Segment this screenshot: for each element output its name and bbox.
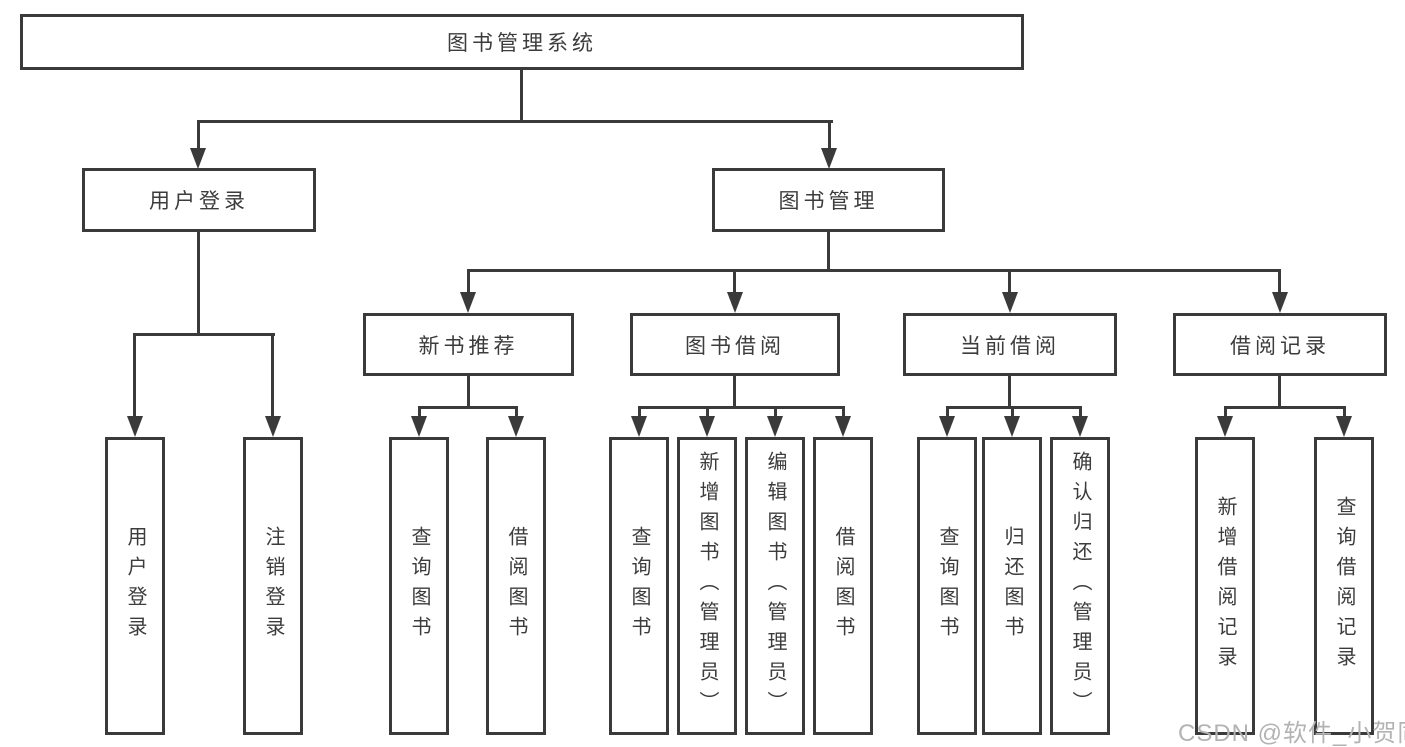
node-borrowing-records: 借阅记录	[1173, 313, 1387, 376]
watermark: CSDN @软件_小贺同学	[1178, 720, 1405, 747]
leaf-add-books-admin: 新增图书（管理员）	[677, 437, 737, 735]
node-user-login: 用户登录	[82, 168, 316, 232]
leaf-label: 新增借阅记录	[1214, 496, 1236, 676]
leaf-label: 查询图书	[408, 526, 430, 646]
connector-vline	[1224, 406, 1227, 420]
arrowhead-down	[1272, 292, 1288, 313]
arrowhead-down	[835, 416, 851, 437]
leaf-add-borrow-record: 新增借阅记录	[1195, 437, 1255, 735]
connector-vline	[467, 376, 470, 408]
leaf-label: 确认归还（管理员）	[1069, 451, 1091, 721]
leaf-label: 新增图书（管理员）	[696, 451, 718, 721]
arrowhead-down	[939, 416, 955, 437]
arrowhead-down	[460, 292, 476, 313]
arrowhead-down	[411, 416, 427, 437]
leaf-logout: 注销登录	[243, 437, 303, 735]
connector-hline	[467, 269, 1281, 272]
arrowhead-down	[631, 416, 647, 437]
node-book-borrowing: 图书借阅	[630, 313, 840, 376]
leaf-query-books-recommend: 查询图书	[389, 437, 449, 735]
connector-vline	[515, 406, 518, 420]
connector-hline	[418, 406, 518, 409]
node-current-borrowing: 当前借阅	[903, 313, 1117, 376]
connector-hline	[946, 406, 1082, 409]
node-root-system: 图书管理系统	[20, 14, 1024, 70]
connector-vline	[1011, 406, 1014, 420]
connector-vline	[1079, 406, 1082, 420]
connector-vline	[1008, 376, 1011, 408]
arrowhead-down	[727, 292, 743, 313]
leaf-label: 查询借阅记录	[1333, 496, 1355, 676]
arrowhead-down	[127, 416, 143, 437]
connector-vline	[827, 232, 830, 271]
leaf-borrow-books-borrow: 借阅图书	[813, 437, 873, 735]
connector-vline	[706, 406, 709, 420]
arrowhead-down	[821, 148, 837, 169]
connector-vline	[1278, 376, 1281, 408]
leaf-label: 借阅图书	[832, 526, 854, 646]
arrowhead-down	[1072, 416, 1088, 437]
connector-vline	[774, 406, 777, 420]
leaf-label: 查询图书	[936, 526, 958, 646]
connector-vline	[1278, 269, 1281, 295]
leaf-query-books-current: 查询图书	[917, 437, 977, 735]
node-book-management: 图书管理	[712, 168, 945, 232]
arrowhead-down	[1217, 416, 1233, 437]
leaf-query-books-borrow: 查询图书	[609, 437, 669, 735]
connector-vline	[467, 269, 470, 295]
leaf-label: 借阅图书	[505, 526, 527, 646]
connector-vline	[520, 70, 523, 122]
connector-vline	[271, 333, 274, 419]
connector-vline	[638, 406, 641, 420]
leaf-borrow-books-recommend: 借阅图书	[486, 437, 546, 735]
leaf-query-borrow-record: 查询借阅记录	[1314, 437, 1374, 735]
arrowhead-down	[190, 148, 206, 169]
arrowhead-down	[1004, 416, 1020, 437]
leaf-label: 归还图书	[1001, 526, 1023, 646]
node-new-book-recommendation: 新书推荐	[363, 313, 574, 376]
leaf-label: 查询图书	[628, 526, 650, 646]
arrowhead-down	[767, 416, 783, 437]
arrowhead-down	[1002, 292, 1018, 313]
connector-vline	[1008, 269, 1011, 295]
arrowhead-down	[1336, 416, 1352, 437]
arrowhead-down	[265, 416, 281, 437]
connector-hline	[197, 120, 833, 123]
connector-hline	[133, 333, 275, 336]
leaf-label: 编辑图书（管理员）	[764, 451, 786, 721]
connector-vline	[133, 333, 136, 419]
leaf-confirm-return-admin: 确认归还（管理员）	[1050, 437, 1110, 735]
connector-hline	[638, 406, 845, 409]
connector-vline	[828, 120, 831, 150]
connector-vline	[733, 269, 736, 295]
connector-vline	[733, 376, 736, 408]
connector-hline	[1224, 406, 1346, 409]
leaf-user-login: 用户登录	[105, 437, 165, 735]
leaf-edit-books-admin: 编辑图书（管理员）	[745, 437, 805, 735]
connector-vline	[842, 406, 845, 420]
connector-vline	[197, 232, 200, 335]
connector-vline	[197, 120, 200, 150]
leaf-label: 注销登录	[262, 526, 284, 646]
connector-vline	[418, 406, 421, 420]
leaf-return-books: 归还图书	[982, 437, 1042, 735]
arrowhead-down	[699, 416, 715, 437]
connector-vline	[946, 406, 949, 420]
arrowhead-down	[508, 416, 524, 437]
connector-vline	[1343, 406, 1346, 420]
leaf-label: 用户登录	[124, 526, 146, 646]
